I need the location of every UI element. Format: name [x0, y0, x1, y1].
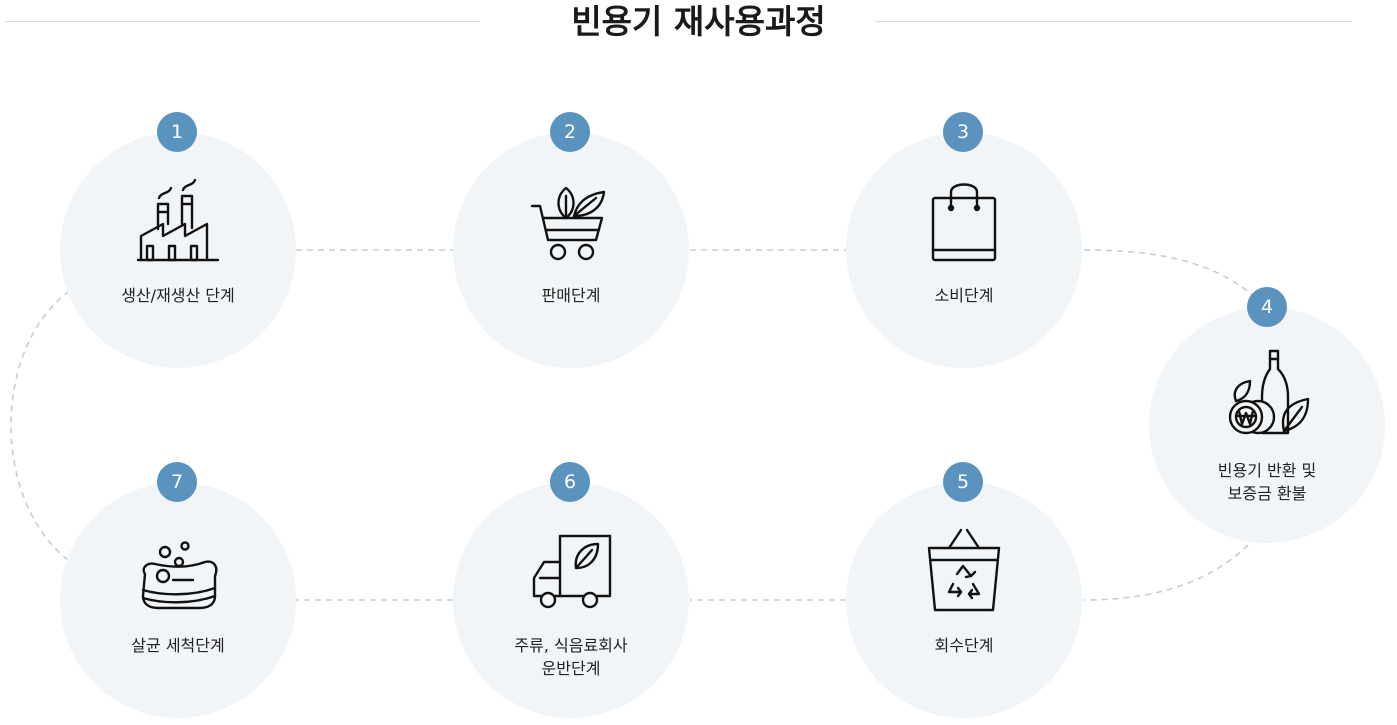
- step-label: 소비단계: [846, 284, 1082, 307]
- title-rule-left: [5, 21, 480, 22]
- step-label-line2: 운반단계: [541, 659, 601, 678]
- step-number-badge: 1: [157, 112, 197, 152]
- step-label-line1: 판매단계: [541, 286, 601, 305]
- step-number-badge: 4: [1247, 287, 1287, 327]
- step-label-line1: 주류, 식음료회사: [514, 636, 628, 655]
- step-label-line2: 보증금 환불: [1227, 484, 1307, 503]
- step-circle: [453, 482, 689, 718]
- step-label: 빈용기 반환 및 보증금 환불: [1149, 459, 1385, 505]
- step-label-line1: 소비단계: [934, 286, 994, 305]
- soap-bubbles-icon: [141, 541, 218, 610]
- step-1: 1 생산/재생산 단계: [60, 112, 296, 368]
- bottle-coin-icon: [1228, 349, 1310, 435]
- step-number-badge: 2: [550, 112, 590, 152]
- step-3: 3 소비단계: [846, 112, 1082, 368]
- step-label-line1: 살균 세척단계: [131, 636, 225, 655]
- step-label: 회수단계: [846, 634, 1082, 657]
- step-label-line1: 생산/재생산 단계: [121, 286, 235, 305]
- step-number-badge: 3: [943, 112, 983, 152]
- factory-icon: [136, 178, 220, 262]
- step-label: 생산/재생산 단계: [60, 284, 296, 307]
- step-label-line1: 빈용기 반환 및: [1217, 461, 1317, 480]
- step-2: 2 판매단계: [453, 112, 689, 368]
- step-number-badge: 6: [550, 462, 590, 502]
- step-circle: [60, 482, 296, 718]
- step-7: 7 살균 세척단계: [60, 462, 296, 718]
- step-circle: [60, 132, 296, 368]
- step-number-badge: 5: [943, 462, 983, 502]
- step-number-badge: 7: [157, 462, 197, 502]
- step-circle: [453, 132, 689, 368]
- step-label-line1: 회수단계: [934, 636, 994, 655]
- connector-4-5: [1083, 544, 1249, 601]
- connector-7-1: [10, 291, 69, 561]
- page-title: 빈용기 재사용과정: [571, 2, 826, 41]
- truck-icon: [532, 534, 612, 609]
- step-6: 6 주류, 식음료회사 운반단계: [453, 462, 689, 718]
- step-4: 4 빈용기 반환 및 보증금 환불: [1149, 287, 1385, 543]
- shopping-cart-icon: [530, 186, 606, 261]
- title-rule-right: [876, 21, 1352, 22]
- shopping-bag-icon: [931, 183, 997, 262]
- step-5: 5 회수단계: [846, 462, 1082, 718]
- recycle-basket-icon: [927, 528, 1001, 612]
- step-label: 판매단계: [453, 284, 689, 307]
- step-circle: [846, 482, 1082, 718]
- step-label: 주류, 식음료회사 운반단계: [453, 634, 689, 680]
- step-label: 살균 세척단계: [60, 634, 296, 657]
- connector-3-4: [1083, 249, 1263, 305]
